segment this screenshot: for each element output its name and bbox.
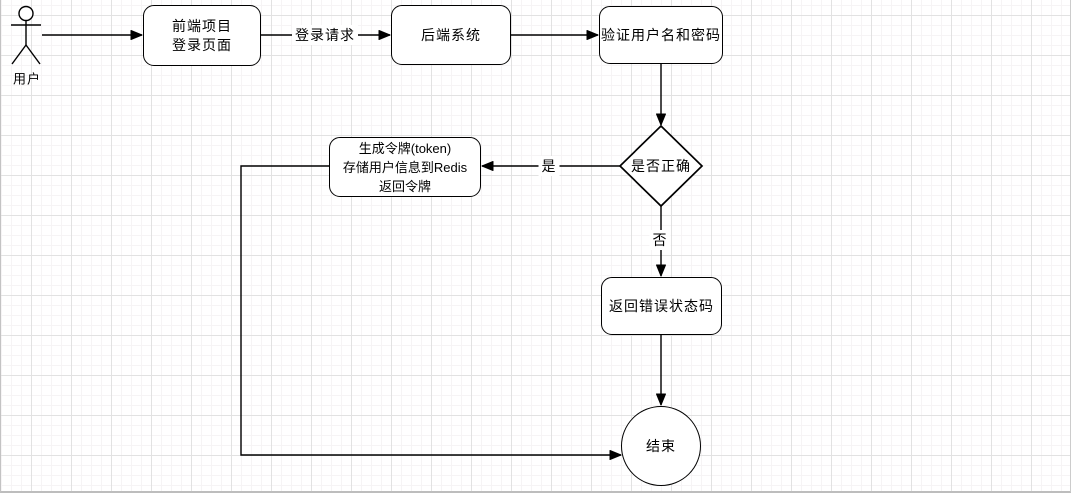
node-return-error-code[interactable]: 返回错误状态码 — [601, 277, 722, 335]
decision-label: 是否正确 — [631, 158, 691, 174]
edge-label-no[interactable]: 否 — [649, 230, 671, 250]
node-generate-token[interactable]: 生成令牌(token) 存储用户信息到Redis 返回令牌 — [329, 137, 481, 197]
node-frontend-label: 前端项目 登录页面 — [172, 17, 232, 53]
node-frontend-login-page[interactable]: 前端项目 登录页面 — [143, 5, 261, 66]
actor-label: 用户 — [12, 71, 42, 87]
node-backend-system[interactable]: 后端系统 — [391, 5, 511, 65]
node-backend-label: 后端系统 — [421, 26, 481, 43]
node-end[interactable]: 结束 — [621, 406, 701, 486]
edge-label-login-request[interactable]: 登录请求 — [292, 25, 358, 45]
node-verify-label: 验证用户名和密码 — [601, 26, 721, 43]
node-end-label: 结束 — [646, 437, 676, 454]
node-verify-credentials[interactable]: 验证用户名和密码 — [599, 6, 723, 64]
user-actor-icon[interactable] — [11, 5, 41, 65]
node-error-label: 返回错误状态码 — [609, 297, 714, 314]
node-token-label: 生成令牌(token) 存储用户信息到Redis 返回令牌 — [342, 140, 468, 194]
edge-token-to-end[interactable] — [240, 165, 622, 460]
edge-label-yes[interactable]: 是 — [538, 156, 560, 176]
